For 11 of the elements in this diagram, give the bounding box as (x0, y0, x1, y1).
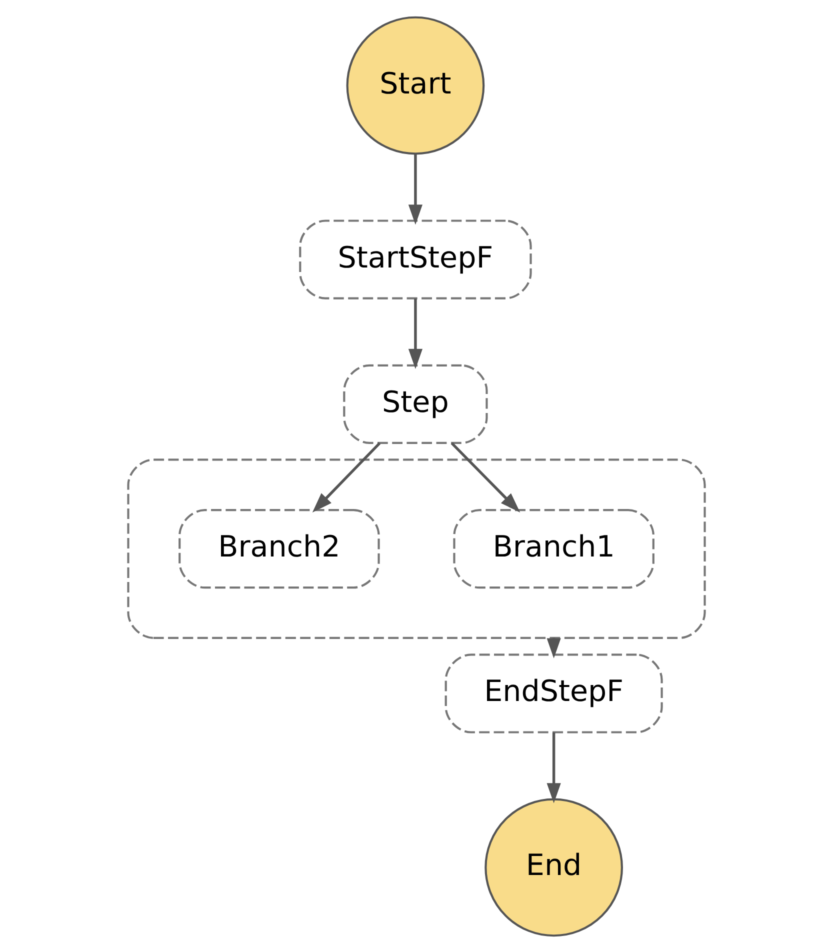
node-box: Step (342, 364, 488, 444)
node-box: EndStepF (444, 653, 662, 733)
node-box: Branch1 (452, 508, 654, 588)
arrow (408, 298, 422, 369)
node-box: Branch2 (178, 508, 380, 588)
arrow (450, 442, 520, 512)
node-box: StartStepF (298, 219, 532, 299)
node-circle: End (484, 798, 622, 936)
arrow (546, 732, 560, 803)
node-circle: Start (346, 16, 484, 154)
arrow (408, 153, 422, 224)
